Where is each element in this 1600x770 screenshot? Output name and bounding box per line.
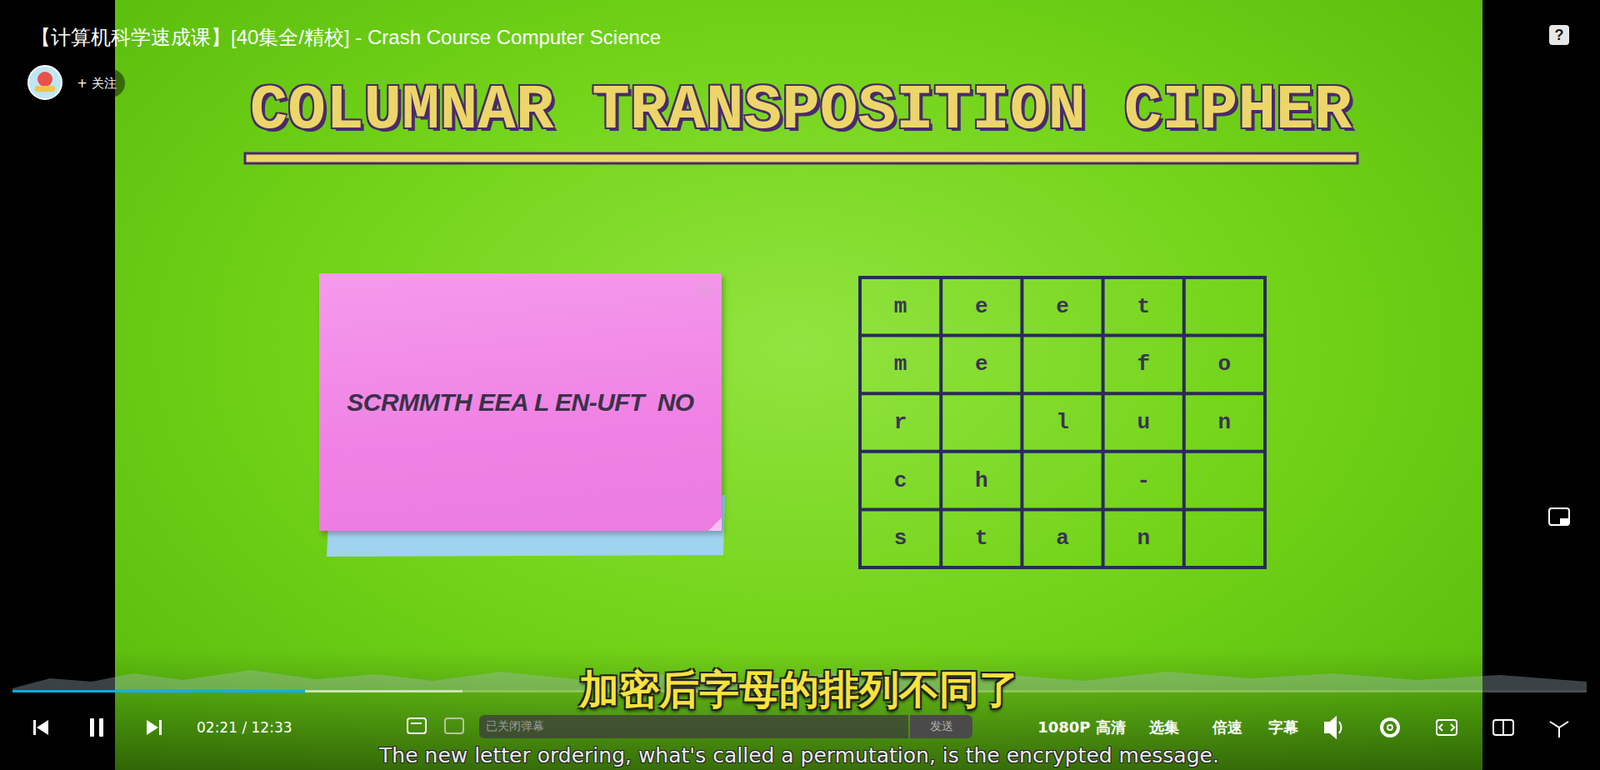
episodes-button: 选集 [1149, 717, 1180, 738]
player-controls [33, 718, 162, 737]
avatar [28, 65, 62, 100]
sticky-note-text: SCRMMTH EEA L EN-UFT NO [346, 388, 694, 417]
webfull-icon [1502, 720, 1505, 735]
avatar-detail [37, 71, 53, 87]
help-glyph: ? [1555, 26, 1565, 45]
grid-letter: r [894, 410, 908, 435]
quality-button: 1080P 高清 [1037, 717, 1126, 738]
grid-line [860, 507, 1265, 511]
progress-played [12, 690, 305, 693]
heading-underline [245, 153, 1358, 164]
pip-glyph [1560, 518, 1570, 525]
pause-icon [90, 718, 95, 737]
volume-icon [1339, 721, 1342, 734]
grid-letter: u [1136, 410, 1150, 435]
danmaku-toggle [407, 718, 426, 734]
fullscreen-icon [1550, 721, 1569, 738]
send-button: 发送 [910, 715, 973, 739]
follow-button: + 关注 [68, 69, 125, 98]
speed-button: 倍速 [1212, 717, 1243, 738]
grid-letter: l [1055, 410, 1070, 435]
widescreen-icon [1439, 724, 1455, 731]
grid-letter: f [1136, 351, 1150, 377]
grid-line [860, 334, 1265, 338]
subtitle-chinese: 加密后字母的排列不同了 [579, 663, 1020, 717]
grid-letter: t [975, 525, 989, 551]
grid-letter: n [1136, 525, 1150, 551]
danmaku-toggle [410, 722, 422, 725]
grid-letter: e [1055, 294, 1070, 320]
grid-line [1182, 277, 1186, 568]
grid-letter: h [975, 468, 989, 494]
follow-button-text: + 关注 [76, 75, 116, 92]
danmaku-input-text: 已关闭弹幕 [485, 719, 545, 735]
window-title: 【计算机科学速成课】[40集全/精校] - Crash Course Compu… [30, 24, 661, 51]
subtitle-button: 字幕 [1268, 717, 1299, 738]
grid-line [939, 277, 943, 568]
grid-letter: e [975, 351, 989, 377]
grid-letter: o [1218, 351, 1232, 377]
send-button-text: 发送 [930, 719, 954, 735]
note-close [697, 282, 713, 298]
next-icon [159, 720, 162, 735]
danmaku-settings [445, 718, 464, 734]
grid-letter: a [1055, 525, 1070, 551]
grid-line [860, 450, 1265, 454]
grid-line [860, 391, 1265, 395]
prev-icon [33, 720, 36, 735]
grid-letter: t [1136, 294, 1150, 320]
subtitle-english: The new letter ordering, what's called a… [379, 743, 1220, 768]
grid-letter: - [1136, 468, 1150, 494]
grid-letter: s [894, 525, 908, 551]
time-display: 02:21 / 12:33 [196, 719, 293, 736]
cipher-grid [860, 277, 1265, 568]
grid-line [1101, 277, 1105, 568]
widescreen-icon [1436, 720, 1457, 735]
help-icon [1549, 25, 1570, 45]
webfull-icon [1493, 720, 1514, 735]
diagram-heading: COLUMNAR TRANSPOSITION CIPHER [250, 75, 1353, 147]
sticky-note: SCRMMTH EEA L EN-UFT NO [319, 273, 722, 531]
danmaku-input: 已关闭弹幕 [479, 715, 909, 739]
grid-letter: e [975, 294, 989, 320]
grid-border [860, 277, 1265, 568]
grid-letter: c [894, 468, 908, 494]
avatar-detail [35, 85, 55, 92]
pip-glyph [1549, 508, 1570, 525]
next-icon [146, 720, 159, 735]
note-fold [708, 517, 722, 531]
progress-buffer [12, 690, 463, 693]
settings-icon [1387, 725, 1393, 730]
grid-line [1020, 277, 1024, 568]
settings-icon [1381, 719, 1399, 736]
grid-letter: m [894, 294, 908, 320]
prev-icon [36, 720, 49, 735]
grid-letter: m [894, 351, 908, 377]
note-close [701, 286, 709, 294]
volume-icon [1325, 717, 1336, 738]
pause-icon [99, 718, 104, 737]
pip-button [1538, 498, 1580, 540]
grid-letter: n [1218, 410, 1232, 435]
